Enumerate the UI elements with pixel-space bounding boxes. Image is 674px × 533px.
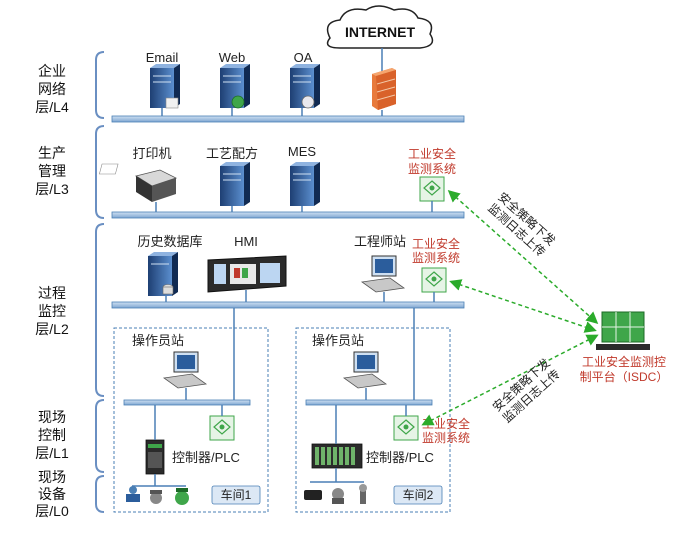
server-icon <box>220 162 250 206</box>
svg-text:层/L4: 层/L4 <box>35 99 69 115</box>
pump-icon <box>150 490 162 504</box>
svg-text:管理: 管理 <box>38 163 66 179</box>
recipe-server: 工艺配方 <box>206 146 258 206</box>
monitor-device-icon <box>419 176 445 202</box>
monitor-device-ws2 <box>393 415 419 441</box>
svg-text:操作员站: 操作员站 <box>132 333 184 348</box>
field-devices-ws2 <box>304 468 367 504</box>
firewall-icon <box>372 68 396 110</box>
layer-l0-label: 现场 设备 层/L0 <box>35 469 69 519</box>
server-icon <box>290 162 320 206</box>
database-server-icon <box>148 252 178 296</box>
svg-text:监控: 监控 <box>38 303 66 319</box>
motor-icon <box>304 490 322 500</box>
svg-text:车间2: 车间2 <box>403 487 434 502</box>
svg-text:工业安全: 工业安全 <box>412 236 460 251</box>
svg-text:层/L0: 层/L0 <box>35 503 69 519</box>
mes-server: MES <box>288 144 320 206</box>
svg-text:现场: 现场 <box>38 409 66 425</box>
motor-icon <box>175 488 189 505</box>
lower-arrow-text: 安全策略下发 监测日志上传 <box>489 355 563 425</box>
printer-node: 打印机 <box>98 146 178 202</box>
plc-icon <box>145 439 165 475</box>
valve-icon <box>126 486 140 502</box>
svg-text:工艺配方: 工艺配方 <box>206 146 258 161</box>
hmi-node: HMI <box>207 234 287 293</box>
monitor-system-l2: 工业安全 监测系统 <box>412 236 460 293</box>
upper-arrow-text: 安全策略下发 监测日志上传 <box>485 189 559 259</box>
workshop-2-tag: 车间2 <box>393 485 443 505</box>
svg-text:车间1: 车间1 <box>221 487 252 502</box>
workshop-1-box <box>113 327 269 513</box>
svg-text:层/L2: 层/L2 <box>35 321 69 337</box>
monitor-system-l1-label: 工业安全 监测系统 <box>422 416 470 445</box>
svg-text:HMI: HMI <box>234 234 258 249</box>
layer-l3-label: 生产 管理 层/L3 <box>35 145 69 197</box>
svg-text:Web: Web <box>219 50 246 65</box>
workstation-icon <box>162 351 208 389</box>
svg-text:设备: 设备 <box>38 486 66 502</box>
svg-text:监测系统: 监测系统 <box>408 162 456 176</box>
layer-l2-label: 过程 监控 层/L2 <box>35 285 69 337</box>
svg-text:控制器/PLC: 控制器/PLC <box>172 450 240 465</box>
svg-text:网络: 网络 <box>38 81 66 97</box>
svg-text:制平台（ISDC）: 制平台（ISDC） <box>580 369 669 384</box>
svg-text:层/L3: 层/L3 <box>35 181 69 197</box>
monitor-system-l3: 工业安全 监测系统 <box>408 146 456 202</box>
sensor-icon <box>359 484 367 504</box>
operator-station-1: 操作员站 <box>132 333 208 389</box>
field-devices-ws1 <box>126 474 189 505</box>
svg-text:Email: Email <box>146 50 179 65</box>
email-server: Email <box>146 50 180 109</box>
server-icon <box>220 64 250 109</box>
svg-text:现场: 现场 <box>38 469 66 485</box>
svg-text:操作员站: 操作员站 <box>312 333 364 348</box>
hmi-panel-icon <box>207 255 287 293</box>
server-icon <box>150 64 180 109</box>
layer-l4-label: 企业 网络 层/L4 <box>35 63 69 115</box>
svg-text:生产: 生产 <box>38 145 66 161</box>
svg-text:打印机: 打印机 <box>132 146 171 161</box>
svg-text:层/L1: 层/L1 <box>35 445 69 461</box>
svg-text:控制器/PLC: 控制器/PLC <box>366 450 434 465</box>
svg-text:监测系统: 监测系统 <box>422 431 470 445</box>
monitor-device-icon <box>421 267 447 293</box>
workstation-icon <box>360 255 406 293</box>
internet-label: INTERNET <box>345 24 415 40</box>
plc-rack-icon <box>311 443 363 469</box>
workshop-1-tag: 车间1 <box>211 485 261 505</box>
plc-ws1: 控制器/PLC <box>145 439 240 475</box>
svg-text:工程师站: 工程师站 <box>354 234 406 249</box>
svg-text:监测系统: 监测系统 <box>412 251 460 265</box>
svg-text:工业安全: 工业安全 <box>422 416 470 431</box>
svg-text:过程: 过程 <box>38 285 66 301</box>
layer-brackets <box>95 51 105 513</box>
isdc-platform: 工业安全监测控 制平台（ISDC） <box>580 311 669 384</box>
web-server: Web <box>219 50 250 109</box>
svg-text:工业安全: 工业安全 <box>408 146 456 161</box>
policy-arrows <box>421 190 599 426</box>
internet-cloud-icon: INTERNET <box>326 5 434 49</box>
valve-icon <box>332 488 344 504</box>
svg-text:企业: 企业 <box>38 63 66 79</box>
engineer-station-node: 工程师站 <box>354 234 406 293</box>
isdc-monitor-wall-icon <box>596 311 650 350</box>
svg-text:历史数据库: 历史数据库 <box>137 234 202 249</box>
layer-l1-label: 现场 控制 层/L1 <box>35 409 69 461</box>
operator-station-2: 操作员站 <box>312 333 388 389</box>
plc-ws2: 控制器/PLC <box>311 443 434 469</box>
svg-text:工业安全监测控: 工业安全监测控 <box>582 354 666 369</box>
oa-server: OA <box>290 50 320 109</box>
server-icon <box>290 64 320 109</box>
monitor-device-ws1 <box>209 415 235 441</box>
historian-node: 历史数据库 <box>137 234 203 296</box>
svg-text:控制: 控制 <box>38 427 66 443</box>
workstation-icon <box>342 351 388 389</box>
svg-text:MES: MES <box>288 144 317 159</box>
printer-icon <box>98 163 178 202</box>
svg-text:OA: OA <box>294 50 313 65</box>
